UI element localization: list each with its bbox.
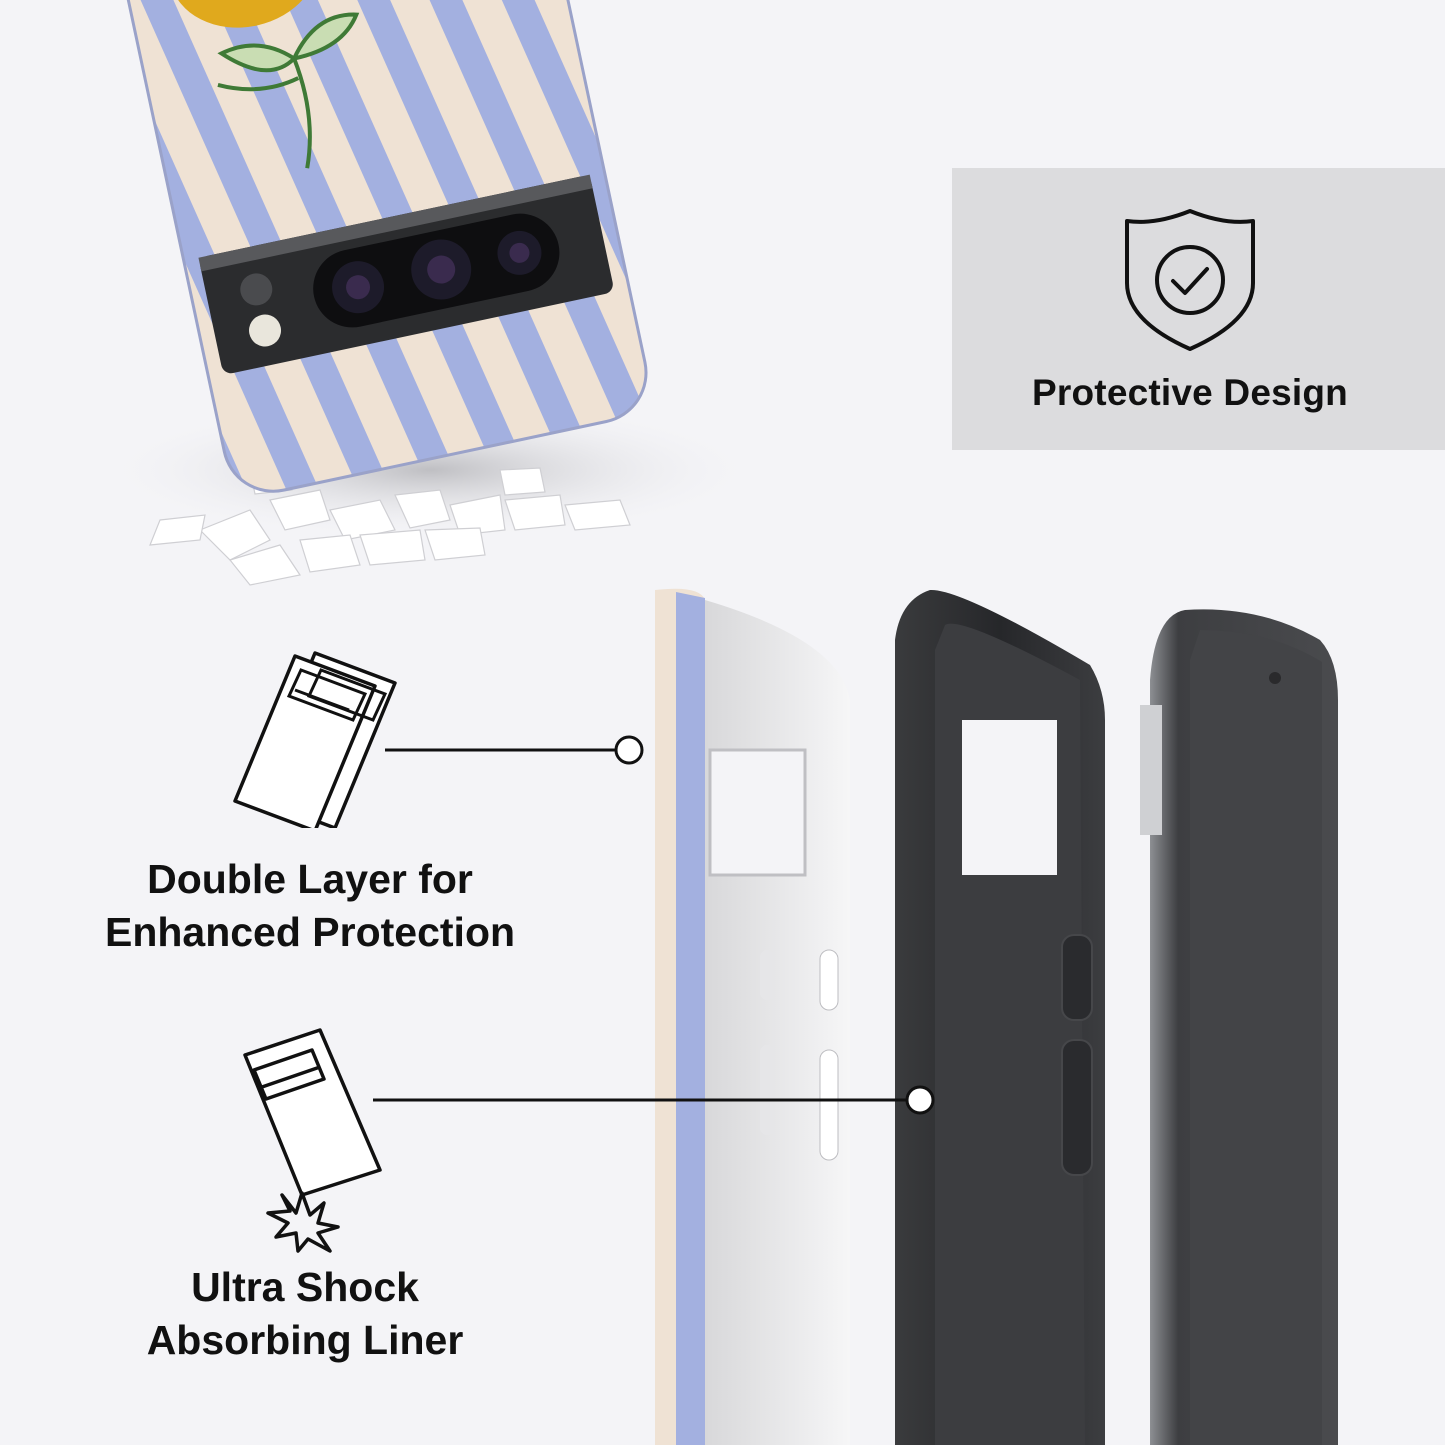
shield-check-icon [1125, 209, 1255, 351]
feature-line-1: Double Layer for [147, 856, 473, 902]
shock-absorb-icon [243, 1028, 382, 1253]
double-layer-icon [233, 651, 397, 828]
inner-liner-layer [895, 589, 1105, 1445]
protective-design-panel: Protective Design [952, 168, 1445, 450]
feature-line-1: Ultra Shock [191, 1264, 419, 1310]
outer-shell-layer [655, 588, 850, 1445]
feature-line-2: Absorbing Liner [146, 1317, 464, 1363]
shattered-floor [149, 465, 631, 586]
phone-device [1140, 609, 1338, 1445]
shock-absorb-feature-text: Ultra Shock Absorbing Liner [55, 1261, 555, 1367]
callout-lines [373, 735, 935, 1115]
feature-line-2: Enhanced Protection [104, 909, 516, 955]
double-layer-feature-text: Double Layer for Enhanced Protection [60, 853, 560, 959]
protective-design-label: Protective Design [1032, 372, 1348, 413]
falling-phone [117, 0, 648, 493]
